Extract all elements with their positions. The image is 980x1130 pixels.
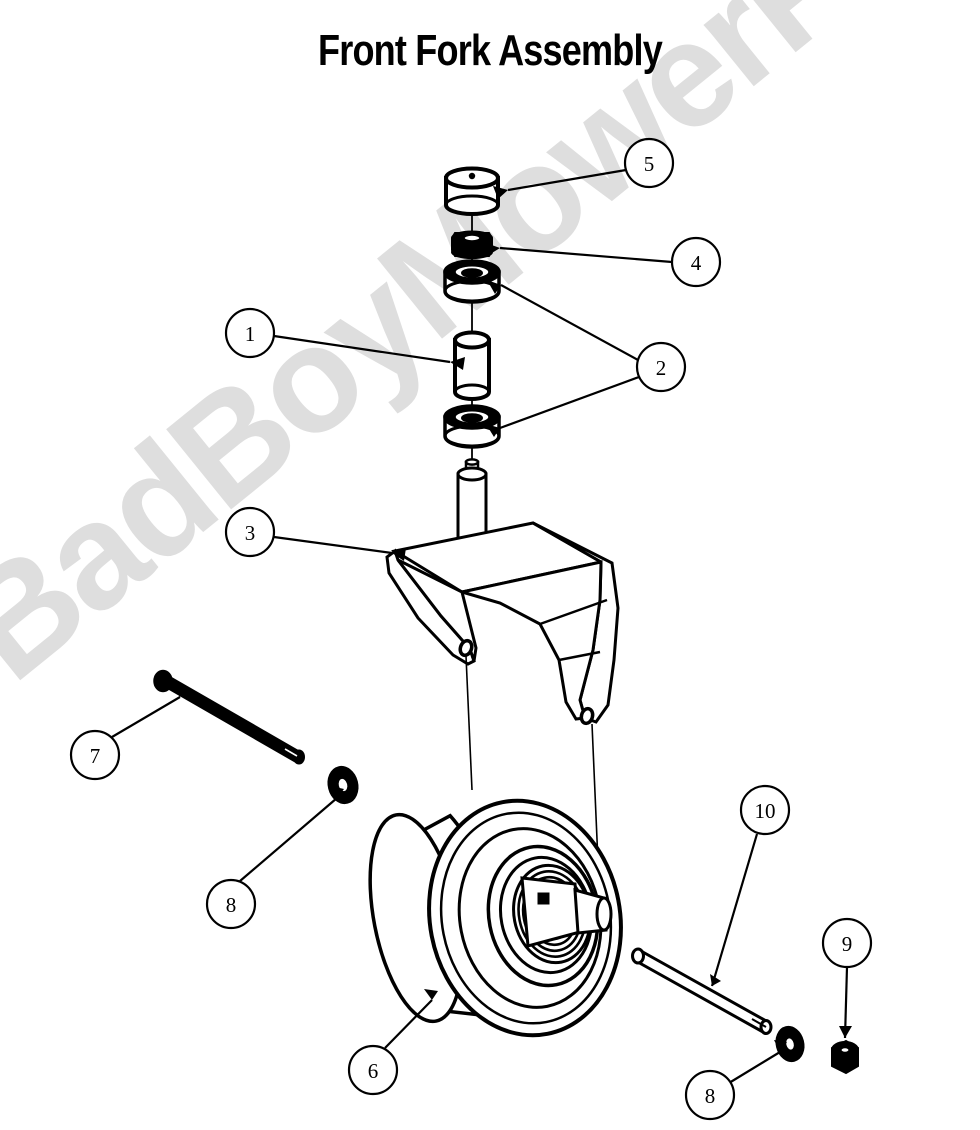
callout-7[interactable]: 7 (69, 729, 121, 781)
part-spacer-sleeve (453, 330, 491, 401)
part-locknut (831, 1039, 859, 1075)
callout-6[interactable]: 6 (347, 1044, 399, 1096)
part-nut (451, 230, 493, 259)
part-axle-bolt-right (631, 947, 773, 1035)
callout-9-label: 9 (842, 932, 853, 956)
callout-8[interactable]: 8 (205, 878, 257, 930)
callout-8b[interactable]: 8 (684, 1069, 736, 1121)
callout-7-label: 7 (90, 744, 101, 768)
callout-1[interactable]: 1 (224, 307, 276, 359)
assembly-alignment-lines (465, 655, 599, 863)
part-wheel-tire (368, 798, 623, 1038)
part-fork-yoke (385, 458, 620, 726)
part-bearing-lower (443, 404, 501, 449)
callout-8b-label: 8 (705, 1084, 716, 1108)
callout-10[interactable]: 10 (739, 784, 791, 836)
part-axle-bolt-left (153, 669, 305, 765)
callout-6-label: 6 (368, 1059, 379, 1083)
page-title: Front Fork Assembly (318, 26, 663, 75)
part-bearing-upper (443, 259, 501, 304)
callout-3-label: 3 (245, 521, 256, 545)
callout-9[interactable]: 9 (821, 917, 873, 969)
callout-1-label: 1 (245, 322, 256, 346)
part-washer-left (327, 765, 359, 805)
callout-2[interactable]: 2 (635, 341, 687, 393)
callout-4-label: 4 (691, 251, 702, 275)
part-cap (444, 166, 500, 216)
wheel-axle-boss (520, 876, 613, 948)
callout-4[interactable]: 4 (670, 236, 722, 288)
callout-5[interactable]: 5 (623, 137, 675, 189)
callout-3[interactable]: 3 (224, 506, 276, 558)
callout-10-label: 10 (755, 799, 776, 823)
callout-2-label: 2 (656, 356, 667, 380)
callout-8-label: 8 (226, 893, 237, 917)
part-washer-right (775, 1025, 805, 1063)
callout-5-label: 5 (644, 152, 655, 176)
leader-arrowheads (172, 186, 852, 1052)
